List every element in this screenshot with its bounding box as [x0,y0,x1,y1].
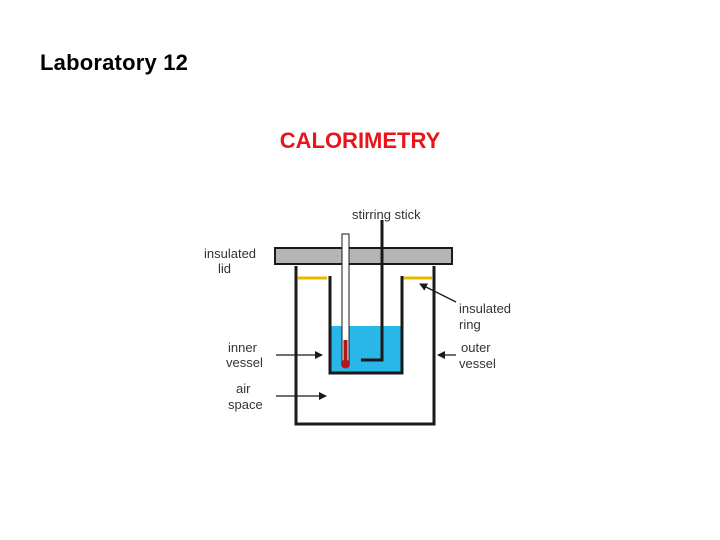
thermometer-mercury [343,340,348,364]
inner-vessel [328,276,404,375]
label-inner-vessel-2: vessel [226,355,263,370]
label-outer-vessel-2: vessel [459,356,496,371]
label-outer-vessel-1: outer [461,340,491,355]
arrow-insulated-ring [419,283,457,303]
label-inner-vessel-1: inner [228,340,258,355]
slide-title: CALORIMETRY [279,128,441,153]
label-insulated-lid-2: lid [218,261,231,276]
thermometer-bulb [341,359,350,369]
label-insulated-ring-2: ring [459,317,481,332]
stirring-stick [361,220,384,362]
outer-vessel [294,266,436,426]
label-insulated-lid-1: insulated [204,246,256,261]
label-insulated-ring-1: insulated [459,301,511,316]
lab-heading: Laboratory 12 [40,50,189,75]
label-air-space-1: air [236,381,251,396]
insulated-lid [274,247,453,265]
label-air-space-2: space [228,397,263,412]
label-stirring-stick: stirring stick [352,207,421,222]
